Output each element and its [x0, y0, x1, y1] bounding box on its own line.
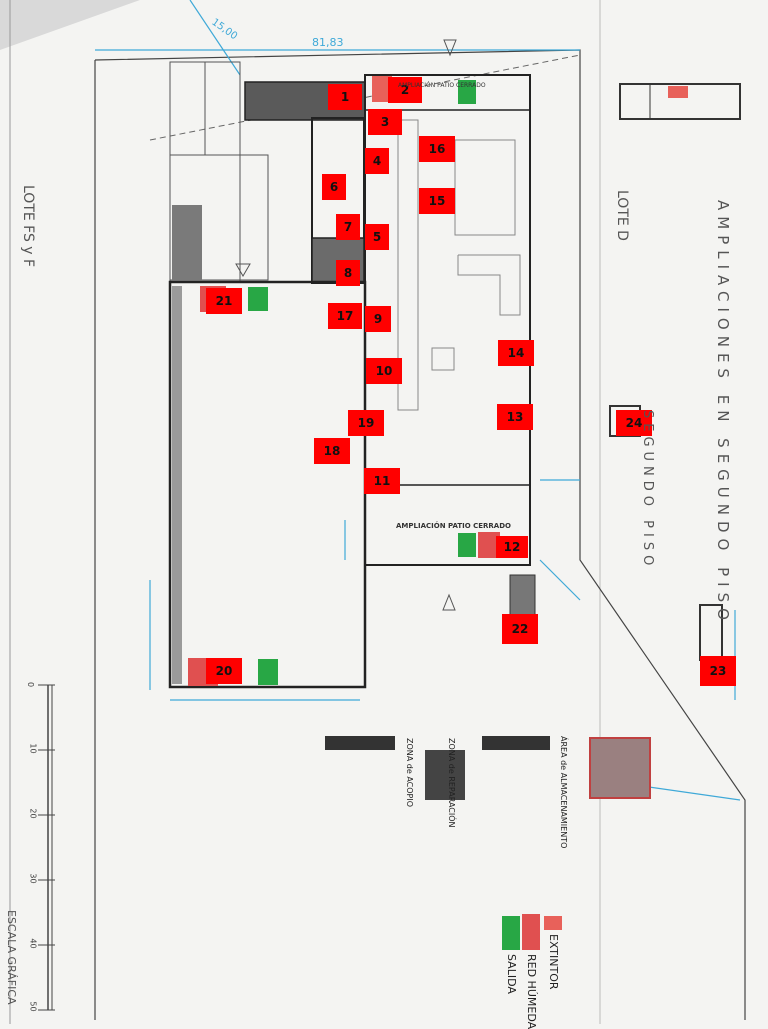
- lote-d-label: LOTE D: [614, 190, 630, 241]
- legend-extintor-swatch: [544, 916, 562, 930]
- scale-tick: 0: [26, 681, 36, 688]
- dimension-top: 81,83: [312, 36, 344, 49]
- marker-4[interactable]: 4: [365, 148, 389, 174]
- marker-10[interactable]: 10: [366, 358, 402, 384]
- patio-top-label: AMPLIACIÓN PATIO CERRADO: [398, 82, 486, 89]
- scale-tick: 30: [28, 873, 38, 884]
- legend-red-humeda-swatch: [522, 914, 540, 950]
- marker-17[interactable]: 17: [328, 303, 362, 329]
- salida-swatch: [458, 533, 476, 557]
- zona-acopio-label: ZONA de ACOPIO: [405, 738, 414, 808]
- marker-19[interactable]: 19: [348, 410, 384, 436]
- segundo-piso-label: SEGUNDO PISO: [640, 410, 655, 571]
- extintor-swatch: [668, 86, 688, 98]
- marker-9[interactable]: 9: [365, 306, 391, 332]
- ampliaciones-label: AMPLIACIONES EN SEGUNDO PISO: [714, 200, 732, 626]
- escala-label: ESCALA GRÁFICA: [5, 910, 18, 1005]
- scale-tick: 50: [28, 1001, 38, 1012]
- marker-15[interactable]: 15: [419, 188, 455, 214]
- marker-20[interactable]: 20: [206, 658, 242, 684]
- patio-bottom-label: AMPLIACIÓN PATIO CERRADO: [396, 522, 511, 530]
- marker-7[interactable]: 7: [336, 214, 360, 240]
- marker-21[interactable]: 21: [206, 288, 242, 314]
- corner-shade: [0, 0, 140, 50]
- marker-11[interactable]: 11: [364, 468, 400, 494]
- zona-reparacion-label: ZONA de REPARACIÓN: [447, 738, 456, 828]
- legend-red-humeda-label: RED HÚMEDA: [525, 954, 538, 1029]
- salida-swatch: [458, 80, 476, 104]
- red-humeda-swatch: [478, 532, 500, 558]
- warehouse-west: [168, 280, 367, 689]
- lote-fs-label: LOTE FS y F: [20, 185, 36, 268]
- legend: SALIDA RED HÚMEDA EXTINTOR: [498, 910, 588, 1029]
- extintor-swatch: [372, 76, 392, 102]
- marker-13[interactable]: 13: [497, 404, 533, 430]
- marker-14[interactable]: 14: [498, 340, 534, 366]
- legend-extintor-label: EXTINTOR: [547, 934, 560, 990]
- scale-tick: 40: [28, 938, 38, 949]
- marker-12[interactable]: 12: [496, 536, 528, 558]
- marker-22[interactable]: 22: [502, 614, 538, 644]
- marker-24[interactable]: 24: [616, 410, 652, 436]
- legend-salida-label: SALIDA: [505, 954, 518, 994]
- marker-1[interactable]: 1: [328, 84, 362, 110]
- salida-swatch: [258, 659, 278, 685]
- marker-2[interactable]: 2: [388, 77, 422, 103]
- scale-tick: 10: [28, 743, 38, 754]
- marker-8[interactable]: 8: [336, 260, 360, 286]
- marker-5[interactable]: 5: [365, 224, 389, 250]
- scale-tick: 20: [28, 808, 38, 819]
- legend-salida-swatch: [502, 916, 520, 950]
- marker-16[interactable]: 16: [419, 136, 455, 162]
- marker-3[interactable]: 3: [368, 109, 402, 135]
- property-boundary: [94, 49, 746, 1020]
- marker-23[interactable]: 23: [700, 656, 736, 686]
- marker-6[interactable]: 6: [322, 174, 346, 200]
- marker-18[interactable]: 18: [314, 438, 350, 464]
- area-almacenamiento-label: ÁREA de ALMACENAMIENTO: [559, 736, 568, 849]
- salida-swatch: [248, 287, 268, 311]
